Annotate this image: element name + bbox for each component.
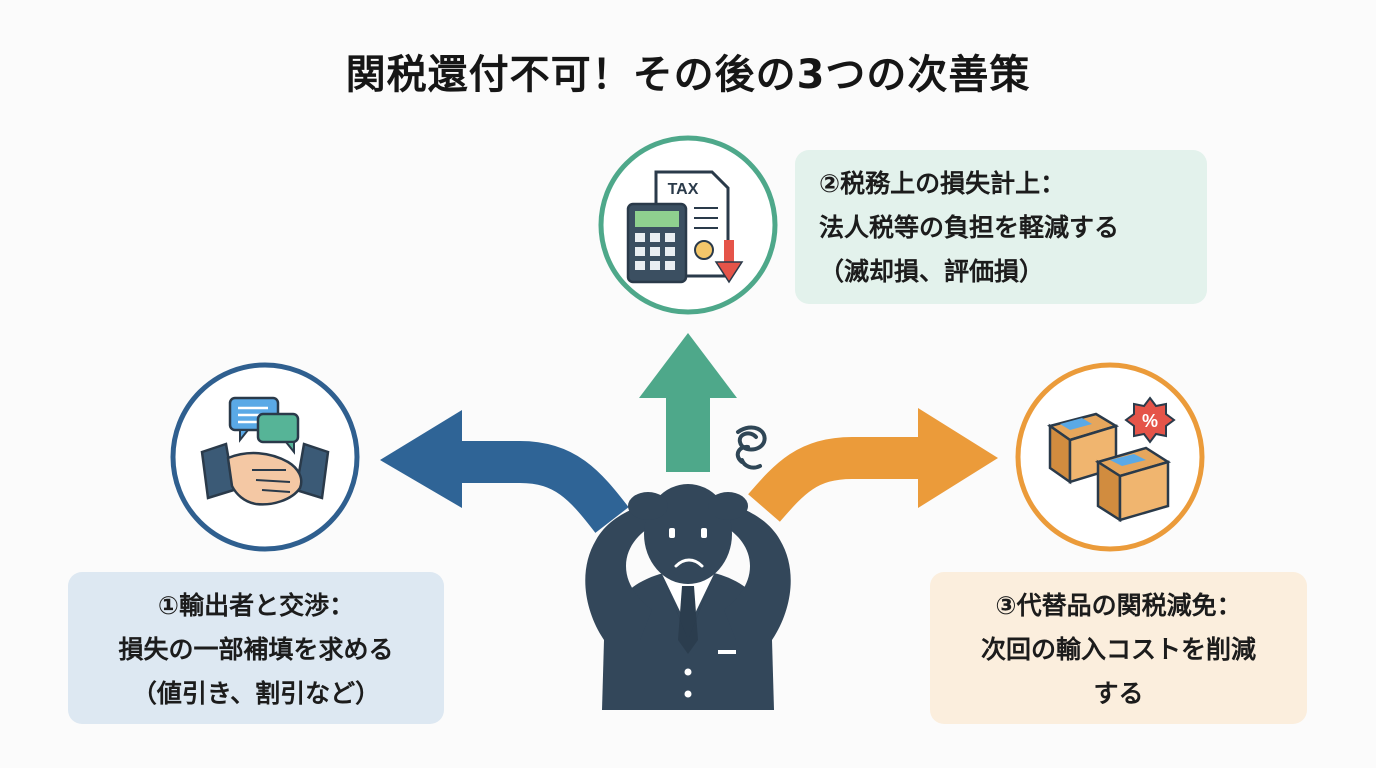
option-heading: ②税務上の損失計上： xyxy=(819,169,1066,198)
up-arrow xyxy=(639,333,737,472)
option-box-negotiate: ①輸出者と交渉： 損失の一部補填を求める （値引き、割引など） xyxy=(68,572,444,724)
option-examples: （滅却損、評価損） xyxy=(819,257,1045,286)
dizzy-swirl-icon xyxy=(735,425,767,470)
discount-label: % xyxy=(1142,411,1158,431)
option-examples: する xyxy=(1093,679,1144,708)
option-box-tax-loss: ②税務上の損失計上： 法人税等の負担を軽減する （滅却損、評価損） xyxy=(795,150,1207,304)
left-arrow xyxy=(380,410,629,533)
option-heading: ①輸出者と交渉： xyxy=(157,591,355,620)
tax-label: TAX xyxy=(668,181,699,198)
handshake-chat-icon xyxy=(170,362,360,552)
boxes-discount-icon: % xyxy=(1015,362,1205,552)
option-examples: （値引き、割引など） xyxy=(131,679,381,708)
option-description: 損失の一部補填を求める xyxy=(118,635,394,664)
option-description: 法人税等の負担を軽減する xyxy=(819,213,1120,242)
page-title: 関税還付不可！その後の3つの次善策 xyxy=(345,52,1031,98)
option-box-substitute: ③代替品の関税減免： 次回の輸入コストを削減 する xyxy=(930,572,1307,724)
option-heading: ③代替品の関税減免： xyxy=(995,591,1242,620)
option-description: 次回の輸入コストを削減 xyxy=(980,635,1256,664)
worried-businessman-icon xyxy=(585,484,791,710)
tax-calculator-icon: TAX xyxy=(598,135,778,315)
right-arrow xyxy=(748,408,998,522)
